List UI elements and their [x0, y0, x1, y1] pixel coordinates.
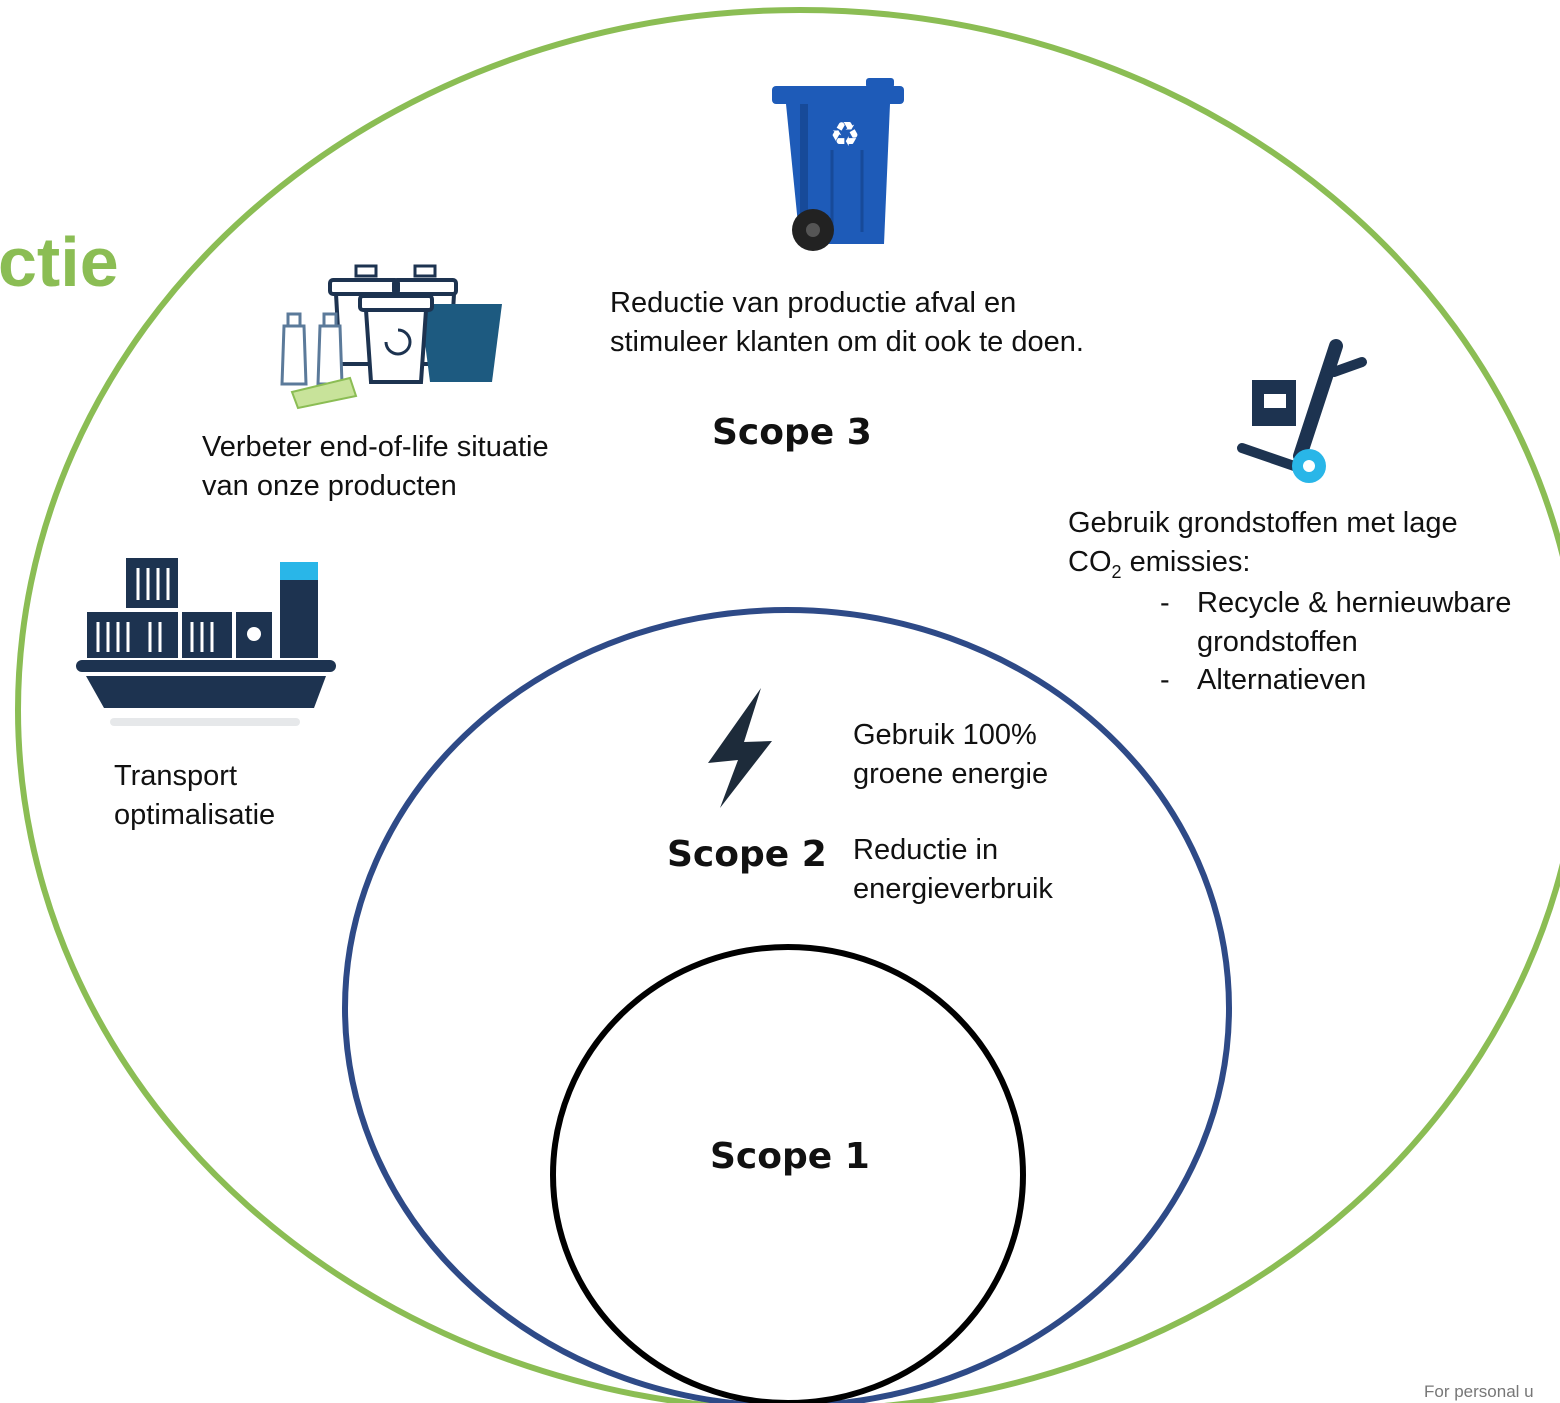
green-energy-line2: groene energie: [853, 757, 1049, 790]
bullet-text: Alternatieven: [1197, 664, 1367, 696]
bullet-item: -Alternatieven: [1160, 661, 1511, 700]
scope3-label: Scope 3: [712, 412, 872, 453]
page-title-fragment: ctie: [0, 223, 119, 301]
waste-reduction-line2: stimuleer klanten om dit ook te doen.: [610, 325, 1084, 358]
green-energy-line1: Gebruik 100%: [853, 719, 1037, 751]
co2-suffix: emissies:: [1121, 545, 1251, 578]
raw-materials-line1: Gebruik grondstoffen met lage: [1068, 507, 1458, 539]
cargo-ship-icon: [76, 558, 336, 726]
end-of-life-text: Verbeter end-of-life situatie van onze p…: [202, 428, 549, 505]
scope3-ring: [15, 7, 1560, 1403]
green-energy-text: Gebruik 100% groene energie: [853, 716, 1048, 793]
scope1-ring: [550, 944, 1026, 1403]
end-of-life-line1: Verbeter end-of-life situatie: [202, 431, 549, 463]
waste-containers-icon: [280, 264, 502, 410]
energy-reduction-line2: energieverbruik: [853, 872, 1053, 905]
lightning-bolt-icon: [708, 688, 772, 808]
svg-text:♻: ♻: [830, 115, 860, 155]
bullet-item-continued: grondstoffen: [1160, 623, 1511, 662]
transport-line1: Transport: [114, 760, 238, 792]
bullet-mark: -: [1160, 664, 1170, 696]
end-of-life-line2: van onze producten: [202, 469, 457, 502]
co2-subscript: 2: [1111, 561, 1122, 582]
scope1-label: Scope 1: [710, 1136, 870, 1177]
raw-materials-text: Gebruik grondstoffen met lage CO2 emissi…: [1068, 504, 1511, 700]
bullet-mark: -: [1160, 587, 1170, 619]
co2-prefix: CO: [1068, 545, 1112, 578]
scope2-label: Scope 2: [667, 834, 827, 875]
scope2-ring: [342, 607, 1232, 1403]
co2-emissions-line: CO2 emissies:: [1068, 543, 1511, 585]
waste-reduction-line1: Reductie van productie afval en: [610, 287, 1017, 319]
recycle-bin-icon: ♻: [772, 78, 904, 251]
bullet-text: grondstoffen: [1197, 625, 1358, 658]
transport-text: Transport optimalisatie: [114, 757, 275, 834]
hand-truck-icon: [1237, 339, 1367, 483]
raw-materials-bullets: -Recycle & hernieuwbare grondstoffen -Al…: [1160, 584, 1511, 700]
energy-reduction-line1: Reductie in: [853, 834, 999, 866]
energy-reduction-text: Reductie in energieverbruik: [853, 831, 1053, 908]
waste-reduction-text: Reductie van productie afval en stimulee…: [610, 284, 1084, 361]
transport-line2: optimalisatie: [114, 798, 276, 831]
bullet-text: Recycle & hernieuwbare: [1197, 587, 1512, 619]
footer-note: For personal u: [1424, 1382, 1534, 1401]
bullet-item: -Recycle & hernieuwbare: [1160, 584, 1511, 623]
